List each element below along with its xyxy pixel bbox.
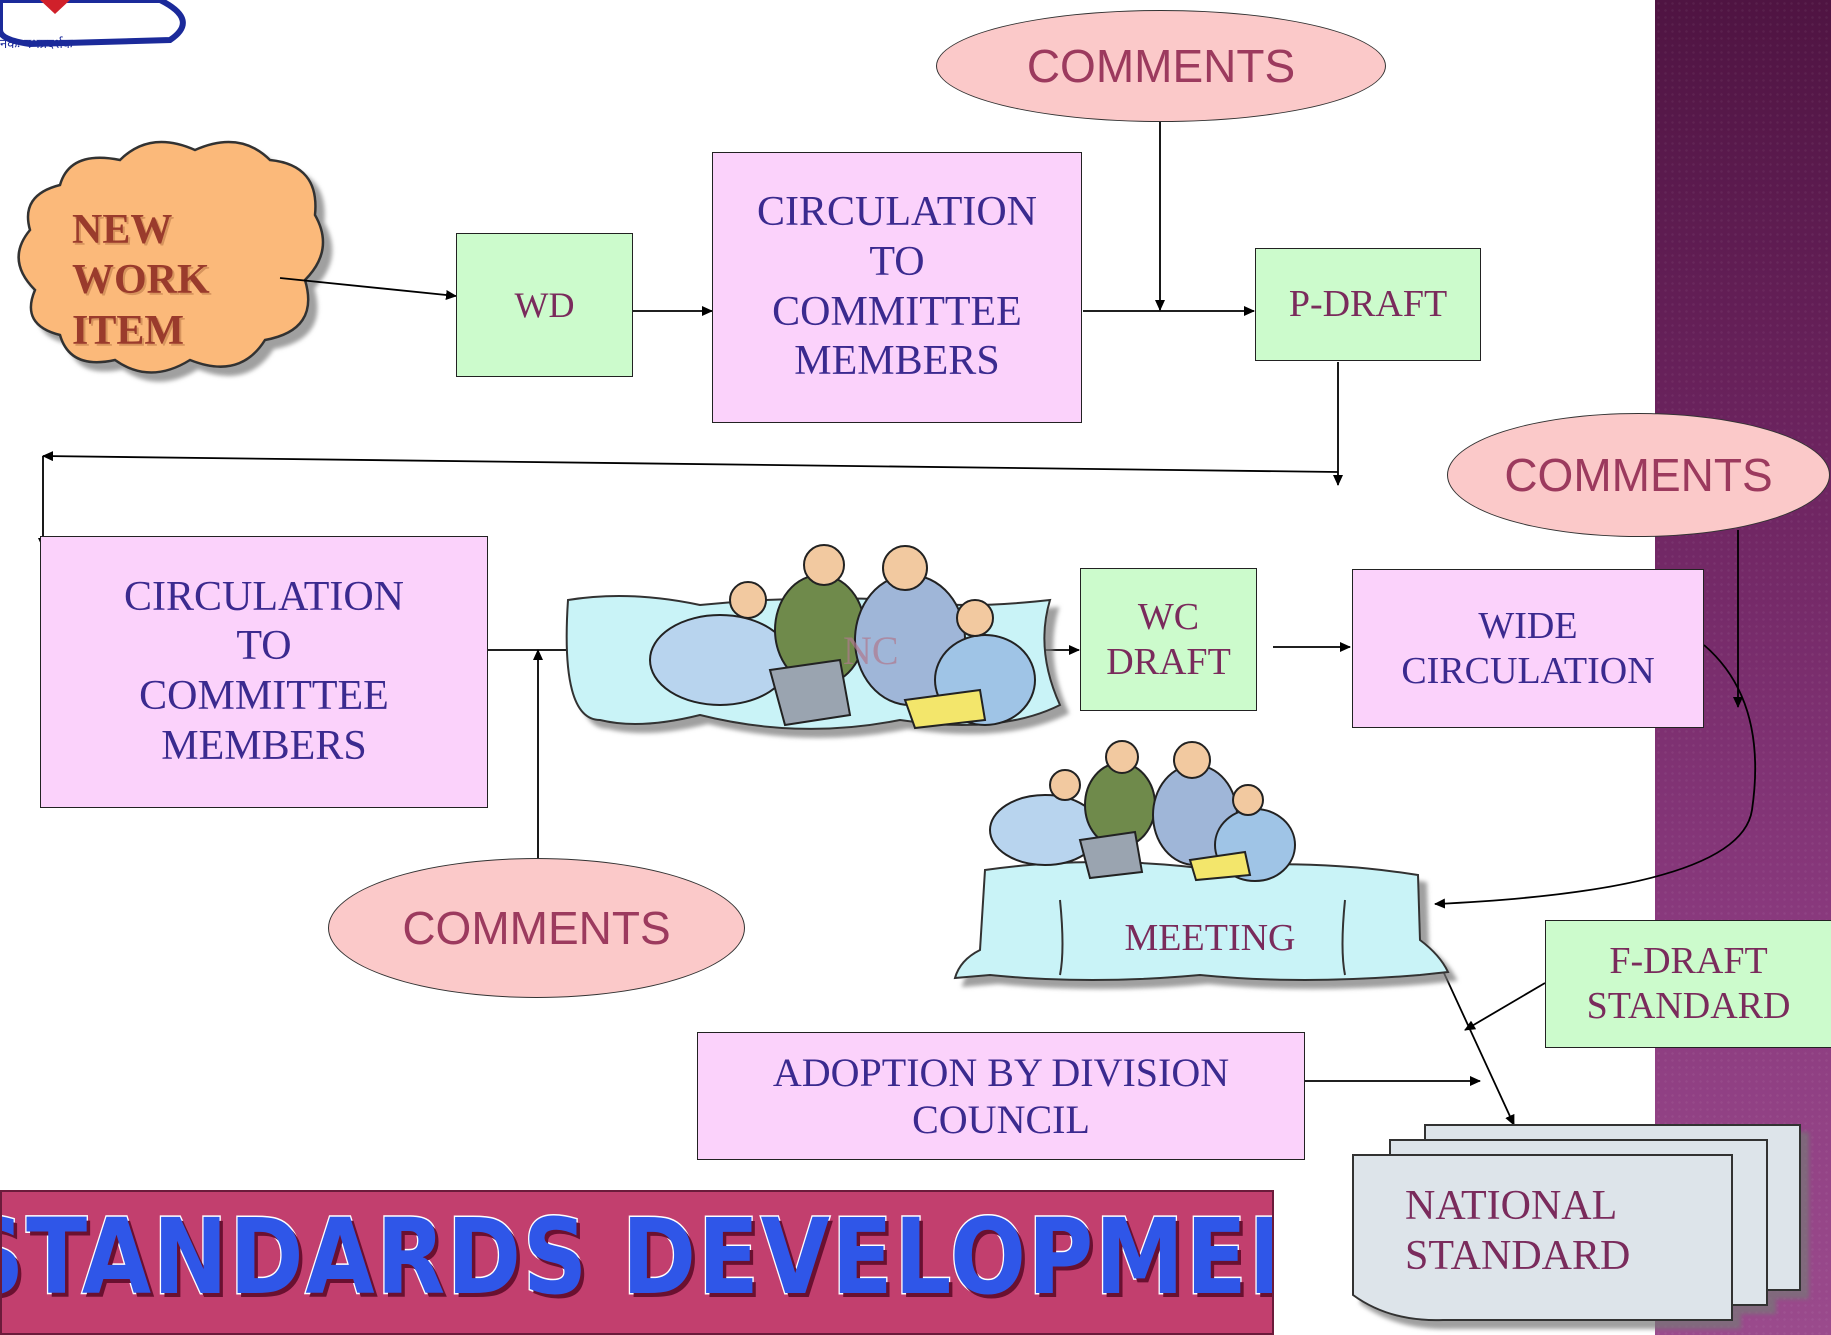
wd-box: WD bbox=[456, 233, 633, 377]
bis-logo: नकः पथप्रदर्शक bbox=[0, 0, 200, 56]
scroll-partial-label: NC bbox=[843, 628, 899, 673]
new-work-item-cloud bbox=[17, 140, 325, 374]
title-banner: STANDARDS DEVELOPMENT PROCESS bbox=[0, 1190, 1274, 1335]
comments-oval-bottom: COMMENTS bbox=[328, 858, 745, 998]
national-standard-label: NATIONAL STANDARD bbox=[1405, 1183, 1631, 1279]
arrow-meeting-national bbox=[1437, 959, 1515, 1126]
logo-graphic bbox=[0, 0, 186, 48]
logo-caption: नकः पथप्रदर्शक bbox=[0, 37, 73, 52]
people-clipart bbox=[649, 544, 1036, 730]
page-title: STANDARDS DEVELOPMENT PROCESS bbox=[0, 1195, 1272, 1320]
arrow-cloud-wd bbox=[279, 277, 457, 300]
comments-oval-right: COMMENTS bbox=[1447, 413, 1830, 537]
meeting-label: MEETING bbox=[1124, 917, 1296, 959]
circulation-committee-box-2: CIRCULATION TO COMMITTEE MEMBERS bbox=[40, 536, 488, 808]
arrow-return-left bbox=[42, 451, 1339, 473]
p-draft-box: P-DRAFT bbox=[1255, 248, 1481, 361]
circulation-committee-box: CIRCULATION TO COMMITTEE MEMBERS bbox=[712, 152, 1082, 423]
comments-oval-top: COMMENTS bbox=[936, 10, 1386, 122]
arrow-fdraft bbox=[1464, 982, 1546, 1031]
wide-circulation-box: WIDE CIRCULATION bbox=[1352, 569, 1704, 728]
adoption-box: ADOPTION BY DIVISION COUNCIL bbox=[697, 1032, 1305, 1160]
wc-draft-box: WC DRAFT bbox=[1080, 568, 1257, 711]
national-standard-stack bbox=[1352, 1124, 1801, 1322]
background-band bbox=[1655, 0, 1831, 1335]
f-draft-box: F-DRAFT STANDARD bbox=[1545, 920, 1831, 1048]
arrow-wide-meeting bbox=[1434, 644, 1757, 909]
new-work-item-label: NEW WORK ITEM bbox=[72, 207, 210, 354]
people-clipart bbox=[989, 740, 1296, 882]
meeting-scroll bbox=[953, 860, 1450, 981]
